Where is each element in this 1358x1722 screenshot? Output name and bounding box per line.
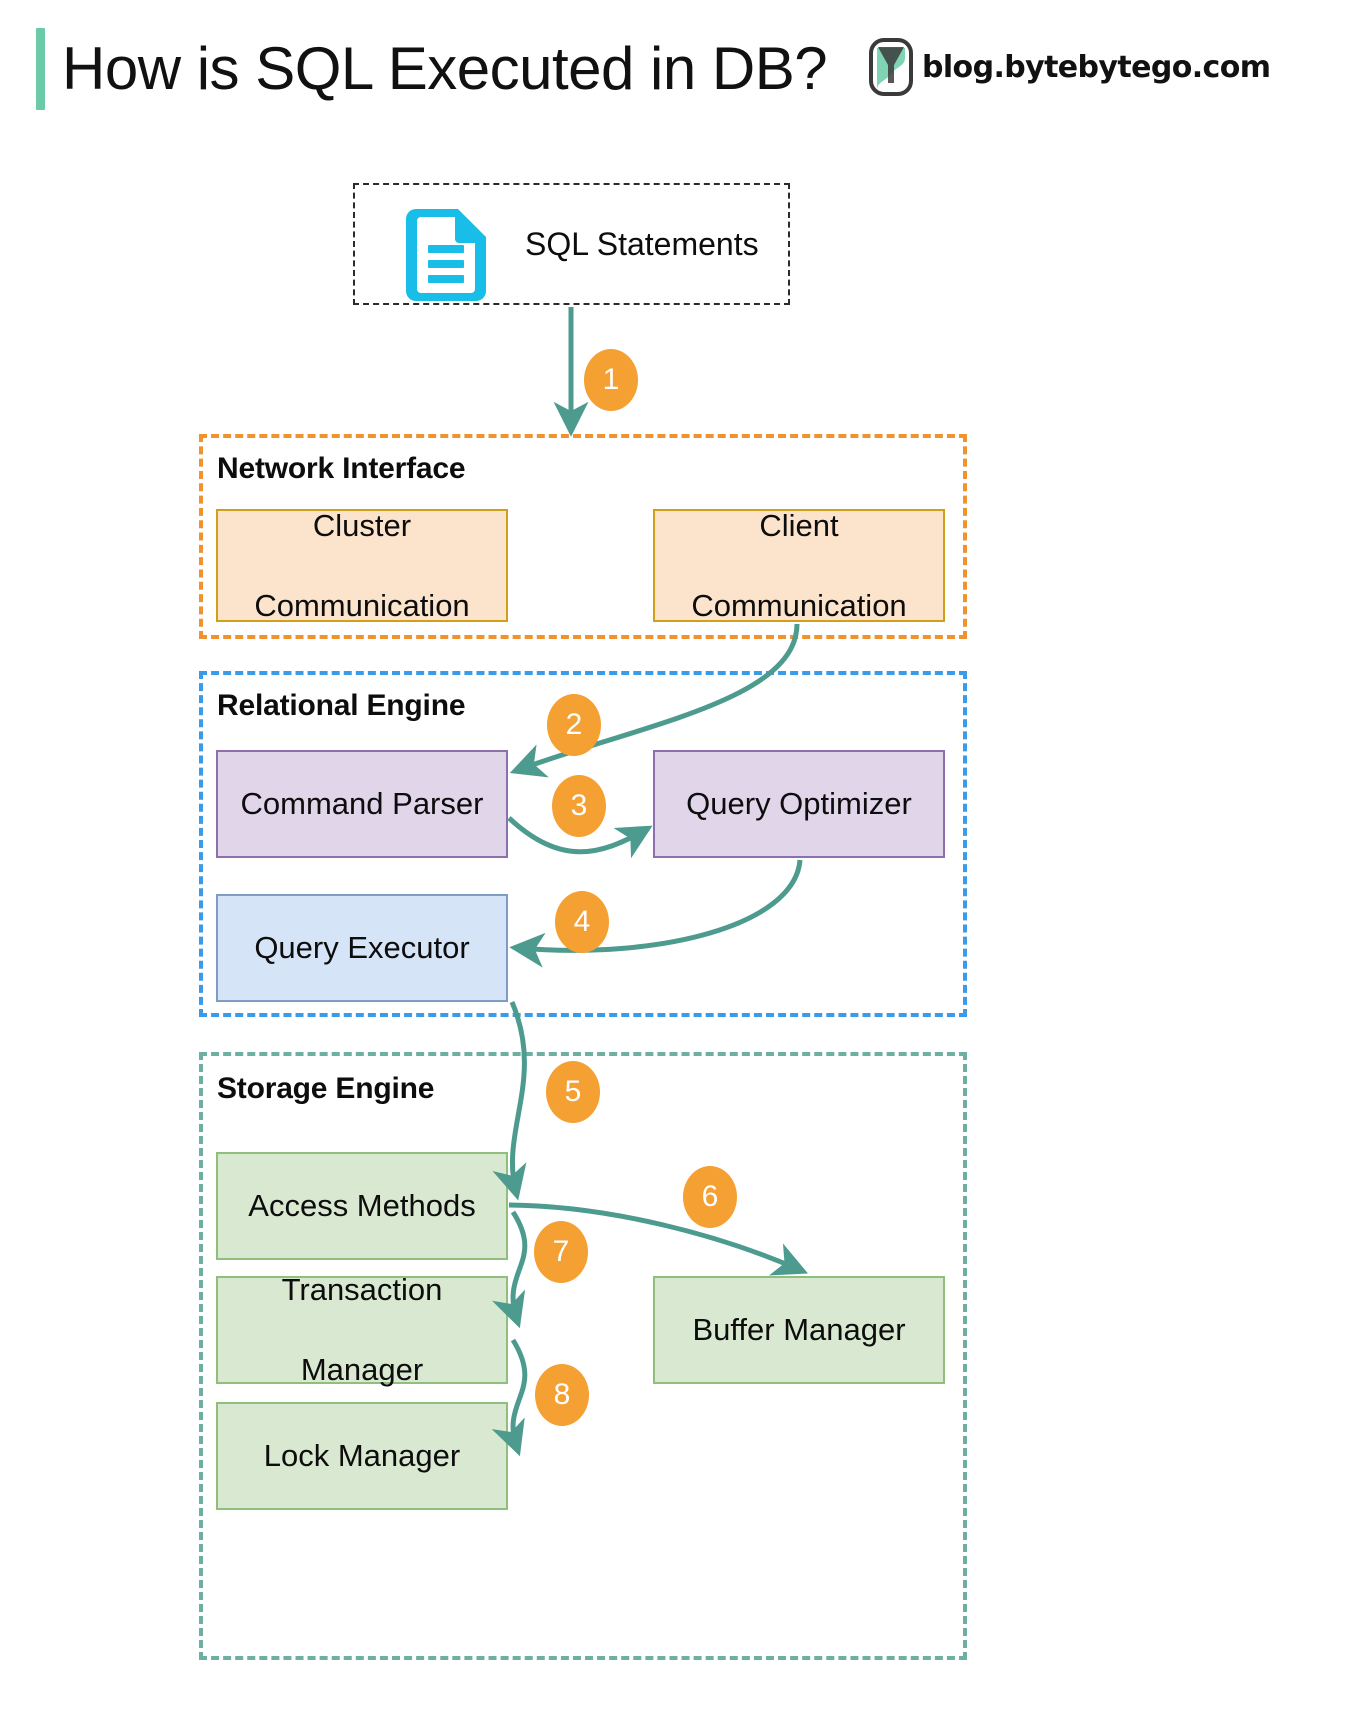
node-label-line1: Cluster bbox=[312, 507, 412, 543]
node-label: Query Executor bbox=[254, 930, 470, 965]
sql-statements-box: SQL Statements bbox=[353, 183, 790, 305]
step-badge-2: 2 bbox=[547, 694, 601, 756]
group-storage-engine bbox=[199, 1052, 967, 1660]
group-title-relational-engine: Relational Engine bbox=[217, 689, 466, 722]
sql-statements-label: SQL Statements bbox=[525, 225, 759, 262]
node-label: Query Optimizer bbox=[686, 786, 912, 821]
node-access-methods[interactable]: Access Methods bbox=[216, 1152, 508, 1260]
node-client-communication[interactable]: Client Communication bbox=[653, 507, 945, 623]
node-lock-manager[interactable]: Lock Manager bbox=[216, 1402, 508, 1510]
brand: blog.bytebytego.com bbox=[868, 38, 1271, 96]
node-transaction-manager[interactable]: Transaction Manager bbox=[216, 1272, 508, 1387]
brand-label: blog.bytebytego.com bbox=[922, 49, 1271, 85]
node-label: Access Methods bbox=[248, 1188, 476, 1223]
step-badge-6: 6 bbox=[683, 1166, 737, 1228]
step-badge-5: 5 bbox=[546, 1061, 600, 1123]
node-label-line2: Communication bbox=[254, 587, 470, 623]
step-badge-1: 1 bbox=[584, 349, 638, 411]
group-title-network-interface: Network Interface bbox=[217, 452, 466, 485]
node-query-executor[interactable]: Query Executor bbox=[216, 894, 508, 1002]
node-label: Command Parser bbox=[240, 786, 484, 821]
node-label: Buffer Manager bbox=[692, 1312, 906, 1347]
step-badge-4: 4 bbox=[555, 891, 609, 953]
document-icon bbox=[406, 209, 486, 301]
node-label-line2: Manager bbox=[300, 1352, 424, 1387]
node-label-line1: Client bbox=[759, 507, 839, 543]
node-cluster-communication[interactable]: Cluster Communication bbox=[216, 507, 508, 623]
node-label: Lock Manager bbox=[263, 1438, 461, 1473]
step-badge-7: 7 bbox=[534, 1221, 588, 1283]
header: How is SQL Executed in DB? blog.bytebyte… bbox=[0, 0, 1358, 140]
step-badge-3: 3 bbox=[552, 775, 606, 837]
node-label-line1: Transaction bbox=[281, 1272, 443, 1307]
node-query-optimizer[interactable]: Query Optimizer bbox=[653, 750, 945, 858]
group-title-storage-engine: Storage Engine bbox=[217, 1072, 435, 1105]
node-label-line2: Communication bbox=[691, 587, 907, 623]
node-command-parser[interactable]: Command Parser bbox=[216, 750, 508, 858]
bytebytego-logo-icon bbox=[869, 38, 913, 96]
step-badge-8: 8 bbox=[535, 1364, 589, 1426]
title-accent-bar bbox=[36, 28, 45, 110]
page-title: How is SQL Executed in DB? bbox=[62, 35, 828, 102]
node-buffer-manager[interactable]: Buffer Manager bbox=[653, 1276, 945, 1384]
